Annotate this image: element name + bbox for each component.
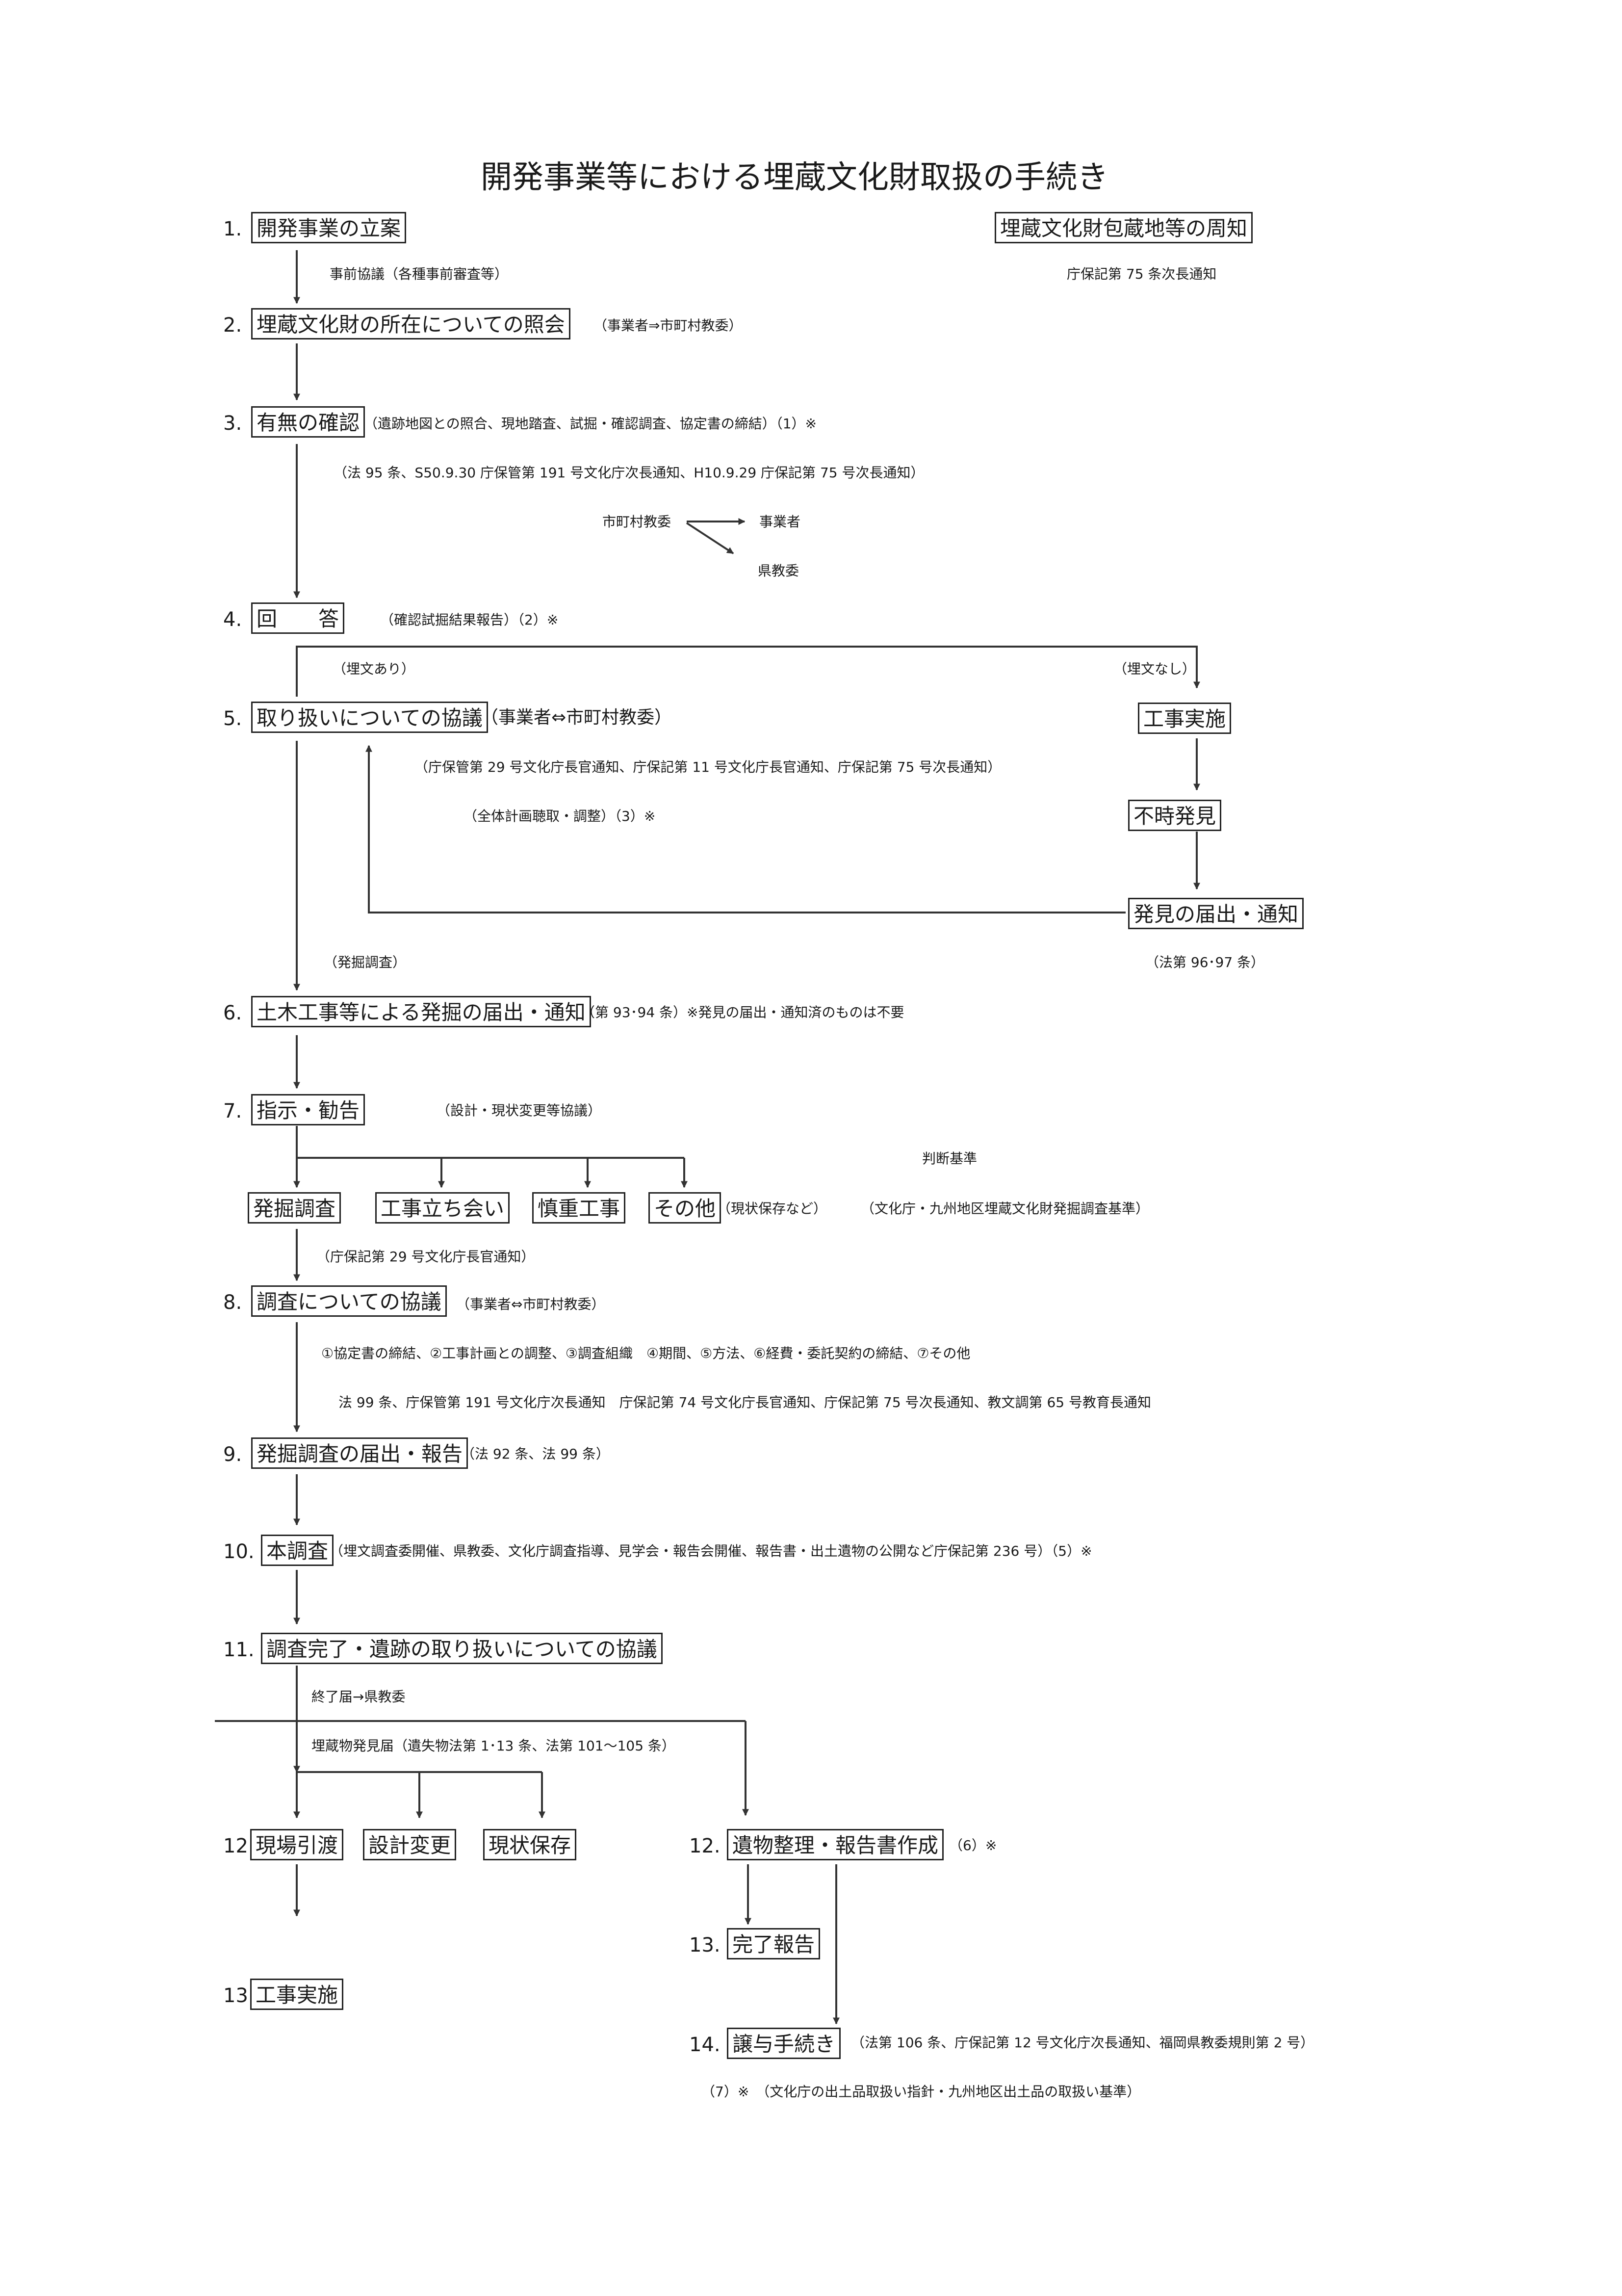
- law-handling: （庁保管第 29 号文化庁長官通知、庁保記第 11 号文化庁長官通知、庁保記第 …: [414, 759, 1002, 775]
- note-other: （現状保存など）: [717, 1200, 827, 1217]
- box-survey-consultation: 調査についての協議: [251, 1285, 447, 1317]
- box-final-construction: 工事実施: [250, 1979, 344, 2010]
- box-option-witness: 工事立ち会い: [375, 1192, 510, 1224]
- box-preservation: 現状保存: [483, 1829, 577, 1860]
- box-plan: 開発事業の立案: [251, 212, 407, 243]
- note-transfer-guideline: （7）※ （文化庁の出土品取扱い指針・九州地区出土品の取扱い基準）: [701, 2084, 1141, 2100]
- label-heritage-absent: （埋文なし）: [1113, 661, 1196, 677]
- law-survey: 法 99 条、庁保管第 191 号文化庁次長通知 庁保記第 74 号文化庁長官通…: [338, 1394, 1151, 1410]
- note-overall-plan: （全体計画聴取・調整）（3）※: [463, 808, 656, 824]
- note-excavation-report: （法 92 条、法 99 条）: [461, 1446, 610, 1462]
- box-main-survey: 本調査: [261, 1535, 334, 1566]
- label-heritage-present: （埋文あり）: [333, 661, 415, 677]
- box-excavation-notice: 土木工事等による発掘の届出・通知: [251, 996, 591, 1027]
- note-artifact-report: （6）※: [949, 1837, 997, 1853]
- step-4-number: 4.: [223, 608, 242, 631]
- step-5-number: 5.: [223, 707, 242, 730]
- box-inquiry: 埋蔵文化財の所在についての照会: [251, 308, 570, 339]
- note-criteria: （文化庁・九州地区埋蔵文化財発掘調査基準）: [861, 1200, 1150, 1217]
- note-instruction: （設計・現状変更等協議）: [437, 1102, 602, 1119]
- note-pre-consultation: 事前協議（各種事前審査等）: [330, 266, 509, 282]
- step-12-number: 12.: [223, 1835, 255, 1857]
- note-completion-notice: 終了届→県教委: [311, 1689, 406, 1705]
- box-handling-consultation: 取り扱いについての協議: [251, 702, 488, 733]
- box-transfer-procedure: 譲与手続き: [727, 2028, 841, 2059]
- step-2-number: 2.: [223, 314, 242, 337]
- label-criteria: 判断基準: [922, 1150, 978, 1167]
- law-transfer: （法第 106 条、庁保記第 12 号文化庁次長通知、福岡県教委規則第 2 号）: [851, 2035, 1314, 2051]
- box-option-careful-work: 慎重工事: [532, 1192, 626, 1224]
- box-confirmation: 有無の確認: [251, 406, 365, 438]
- branch-line: [296, 646, 1200, 697]
- step-10-number: 10.: [223, 1540, 255, 1563]
- box-excavation-report: 発掘調査の届出・報告: [251, 1437, 468, 1469]
- box-discovery-report: 発見の届出・通知: [1128, 898, 1304, 929]
- label-prefectural-board: 県教委: [758, 563, 799, 579]
- law-confirmation: （法 95 条、S50.9.30 庁保管第 191 号文化庁次長通知、H10.9…: [334, 465, 925, 481]
- label-municipal-board: 市町村教委: [602, 514, 671, 530]
- box-completion-report: 完了報告: [727, 1928, 821, 1959]
- box-site-handover: 現場引渡: [250, 1829, 344, 1860]
- step-13b-number: 13.: [689, 1934, 721, 1957]
- step-3-number: 3.: [223, 412, 242, 435]
- note-buried-property: 埋蔵物発見届（遺失物法第 1･13 条、法第 101～105 条）: [311, 1738, 675, 1754]
- list-survey-items: ①協定書の締結、②工事計画との調整、③調査組織 ④期間、⑤方法、⑥経費・委託契約…: [321, 1345, 971, 1361]
- feedback-line: [365, 745, 1126, 913]
- law-discovery: （法第 96･97 条）: [1145, 954, 1265, 970]
- step-13-number: 13.: [223, 1984, 255, 2007]
- step-1-number: 1.: [223, 218, 242, 240]
- note-excavation-notice: （第 93･94 条）※発見の届出・通知済のものは不要: [581, 1004, 904, 1020]
- step-8-number: 8.: [223, 1291, 242, 1314]
- step-7-number: 7.: [223, 1100, 242, 1122]
- label-consultation-parties: （事業者⇔市町村教委）: [481, 707, 672, 728]
- note-survey-consultation: （事業者⇔市町村教委）: [456, 1296, 605, 1312]
- note-inquiry: （事業者⇒市町村教委）: [593, 317, 743, 334]
- note-designated-area: 庁保記第 75 条次長通知: [1067, 266, 1217, 282]
- note-answer: （確認試掘結果報告）（2）※: [380, 612, 559, 628]
- box-artifact-report: 遺物整理・報告書作成: [727, 1829, 944, 1860]
- label-business: 事業者: [759, 514, 801, 530]
- box-option-other: その他: [648, 1192, 721, 1224]
- step-12b-number: 12.: [689, 1835, 721, 1857]
- box-survey-complete: 調査完了・遺跡の取り扱いについての協議: [261, 1633, 663, 1664]
- note-confirmation: （遺跡地図との照合、現地踏査、試掘・確認調査、協定書の締結）（1）※: [364, 416, 817, 432]
- arrow-muni-pref: [686, 522, 734, 554]
- page-title: 開発事業等における埋蔵文化財取扱の手続き: [481, 159, 1108, 196]
- box-construction: 工事実施: [1138, 703, 1232, 734]
- note-main-survey: （埋文調査委開催、県教委、文化庁調査指導、見学会・報告会開催、報告書・出土遺物の…: [330, 1543, 1092, 1559]
- step-6-number: 6.: [223, 1002, 242, 1024]
- law-instruction: （庁保記第 29 号文化庁長官通知）: [316, 1249, 535, 1265]
- box-designated-area: 埋蔵文化財包蔵地等の周知: [995, 212, 1253, 243]
- box-answer: 回 答: [251, 602, 345, 634]
- box-instruction: 指示・勧告: [251, 1094, 365, 1125]
- label-excavation: （発掘調査）: [324, 954, 407, 970]
- step-14-number: 14.: [689, 2034, 721, 2056]
- box-design-change: 設計変更: [363, 1829, 457, 1860]
- step-11-number: 11.: [223, 1639, 255, 1661]
- box-option-excavation: 発掘調査: [248, 1192, 341, 1224]
- step-9-number: 9.: [223, 1443, 242, 1466]
- box-chance-discovery: 不時発見: [1128, 800, 1222, 831]
